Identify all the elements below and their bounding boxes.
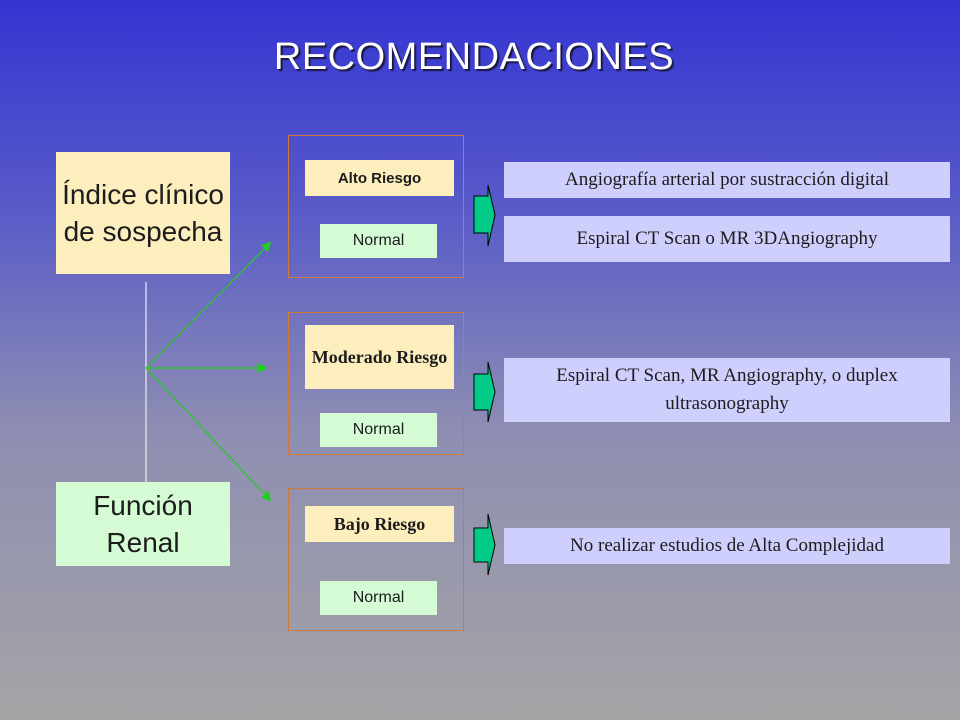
bajo-riesgo-normal-label: Normal — [320, 581, 437, 615]
block-arrow-bajo — [473, 513, 496, 576]
moderado-riesgo-normal-label: Normal — [320, 413, 437, 447]
alto-riesgo-group — [288, 135, 464, 278]
connector-arrow-alto — [145, 241, 272, 369]
block-arrow-alto — [473, 184, 496, 247]
alto-riesgo-normal-label: Normal — [320, 224, 437, 258]
connector-arrow-bajo — [145, 367, 272, 502]
funcion-renal-box: Función Renal — [56, 482, 230, 566]
bajo-riesgo-label: Bajo Riesgo — [305, 506, 454, 542]
recommendation-espiral-ct-duplex: Espiral CT Scan, MR Angiography, o duple… — [504, 358, 950, 422]
moderado-riesgo-label: Moderado Riesgo — [305, 325, 454, 389]
bajo-riesgo-group — [288, 488, 464, 631]
alto-riesgo-label: Alto Riesgo — [305, 160, 454, 196]
moderado-riesgo-group — [288, 312, 464, 455]
recommendation-espiral-ct-mr3d: Espiral CT Scan o MR 3DAngiography — [504, 216, 950, 262]
slide-title: RECOMENDACIONES — [273, 36, 675, 78]
block-arrow-moderado — [473, 361, 496, 423]
indice-clinico-box: Índice clínico de sospecha — [56, 152, 230, 274]
recommendation-no-realizar: No realizar estudios de Alta Complejidad — [504, 528, 950, 564]
indice-clinico-label: Índice clínico de sospecha — [62, 179, 224, 247]
recommendation-angiografia: Angiografía arterial por sustracción dig… — [504, 162, 950, 198]
funcion-renal-label: Función Renal — [93, 490, 193, 558]
